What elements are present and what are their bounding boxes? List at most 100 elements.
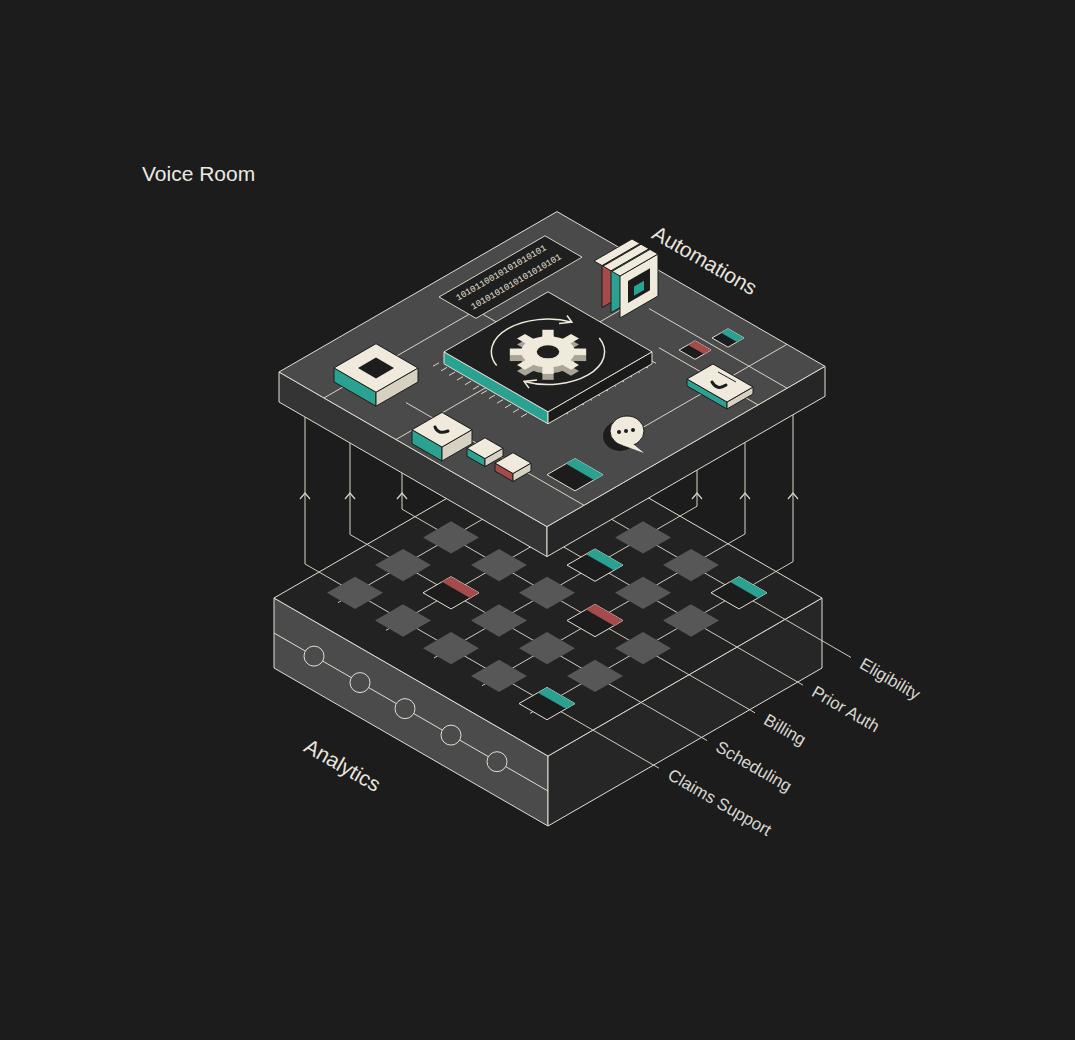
automations-slab-part — [294, 220, 825, 526]
automations-slab-part — [610, 416, 644, 446]
analytics-slab-part-part-part — [567, 549, 623, 581]
automations-slab-part-part — [572, 355, 586, 362]
automations-slab-part-part — [542, 366, 553, 374]
automations-slab-part — [679, 325, 744, 363]
flow-connector — [740, 442, 750, 534]
analytics-slab-part-part-part — [586, 549, 623, 570]
automations-slab-part-part — [712, 329, 744, 347]
automations-slab-part-part — [721, 329, 744, 342]
layer-label: Analytics — [300, 734, 385, 797]
diagram-title: Voice Room — [142, 162, 255, 186]
automations-slab-part — [631, 428, 635, 432]
flow-connector — [345, 443, 355, 535]
analytics-slab-part-part-part — [519, 466, 575, 498]
analytics-slab-part-part-part — [663, 549, 719, 581]
connector-line — [793, 415, 794, 562]
automations-slab-part — [467, 305, 629, 399]
automations-slab-part — [617, 430, 621, 434]
arrow-head — [740, 493, 750, 499]
automations-slab-part — [718, 372, 736, 382]
automations-slab-part-part — [521, 377, 540, 388]
automations-slab-part-part — [547, 459, 603, 491]
analytics-slab-part-part-part — [423, 632, 479, 664]
analytics-slab-part-part-part — [567, 494, 623, 526]
automations-slab-part — [412, 412, 472, 447]
connector-line — [697, 470, 698, 506]
analytics-slab-part-part-part — [375, 549, 431, 581]
analytics-slab-part-part-part — [615, 577, 671, 609]
workflow-label: Prior Auth — [808, 682, 883, 737]
flow-connector — [788, 415, 798, 562]
arrow-head — [300, 493, 310, 499]
analytics-slab-part-part-part — [615, 521, 671, 553]
workflow-label: Eligibility — [856, 655, 923, 705]
analytics-slab-part-part-part — [442, 577, 479, 598]
automations-slab-part — [279, 212, 825, 527]
automations-slab-part-part — [688, 341, 711, 354]
analytics-slab-part — [285, 420, 905, 778]
automations-slab-part-part — [561, 359, 579, 369]
analytics-slab-part-part-part — [327, 577, 383, 609]
analytics-slab-part-part — [304, 646, 324, 666]
analytics-slab-part-part-part — [375, 604, 431, 636]
flow-connector — [397, 473, 407, 509]
automations-slab-part-part — [532, 343, 564, 361]
analytics-slab-part-part — [327, 466, 767, 720]
automations-slab-part-part — [679, 341, 711, 359]
arrow-head — [692, 493, 702, 499]
analytics-slab-part-part — [375, 494, 767, 720]
flow-connector — [692, 470, 702, 506]
arrow-head — [397, 493, 407, 499]
automations-slab-part — [612, 249, 658, 276]
analytics-slab-part-part-part — [586, 604, 623, 625]
automations-slab-part-part — [510, 355, 524, 362]
analytics-slab-part-part-part — [471, 494, 527, 526]
analytics-slab-part-part-part — [423, 577, 479, 609]
automations-slab-part — [622, 443, 644, 453]
analytics-slab-part-part — [285, 420, 905, 778]
analytics-slab-part-part — [395, 699, 415, 719]
automations-slab-part-part — [510, 349, 524, 356]
arrow-head — [788, 493, 798, 499]
analytics-slab-part-part — [487, 752, 507, 772]
analytics-slab-part-part-part — [615, 632, 671, 664]
automations-layer: Automations10101100101010101011010101010… — [279, 215, 825, 557]
analytics-slab-part-part-part — [471, 604, 527, 636]
analytics-slab-part-part-part — [423, 521, 479, 553]
flow-connector — [300, 417, 310, 564]
analytics-slab-part-part-part — [471, 660, 527, 692]
automations-slab-part — [358, 358, 394, 379]
automations-slab-part-part — [561, 334, 579, 344]
automations-slab-part — [334, 344, 418, 393]
automations-slab-part — [494, 321, 602, 383]
automations-slab-part — [628, 268, 650, 303]
connector-line — [745, 442, 746, 534]
analytics-slab-part-part-part — [519, 687, 575, 719]
automations-slab-part — [467, 438, 503, 459]
automations-slab-part-part — [566, 459, 603, 480]
analytics-slab-part-part-part — [538, 687, 575, 708]
automations-slab-part-part — [556, 315, 575, 326]
connector-line — [350, 443, 351, 535]
analytics-slab-part-part-part — [567, 604, 623, 636]
analytics-slab-part-part-part — [471, 549, 527, 581]
connector-line — [305, 417, 306, 564]
analytics-slab-part-part-part — [567, 660, 623, 692]
automations-slab-part-part — [572, 349, 586, 356]
analytics-slab-part-part-part — [730, 577, 767, 598]
automations-slab-part — [547, 459, 603, 491]
automations-slab-part-part — [510, 330, 586, 374]
automations-slab-part — [435, 427, 448, 432]
analytics-slab-part-part-part — [519, 632, 575, 664]
analytics-slab-part — [274, 633, 548, 791]
analytics-slab-part-part-part — [663, 604, 719, 636]
analytics-slab-part-part-part — [519, 577, 575, 609]
automations-slab-part — [494, 327, 602, 389]
automations-slab-part-part — [517, 359, 535, 369]
analytics-slab-part — [274, 440, 822, 756]
analytics-slab-part-part-part — [711, 577, 767, 609]
arrow-head — [345, 493, 355, 499]
automations-slab-part-part — [542, 330, 553, 338]
automations-slab-part-part — [517, 334, 535, 344]
